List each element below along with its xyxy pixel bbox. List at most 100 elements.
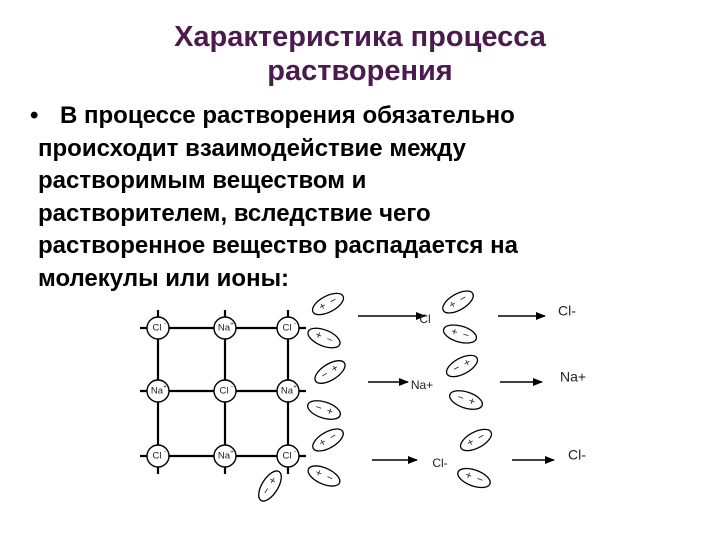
water-dipole: +− [442,324,478,344]
stage-final-ion: Cl- [568,447,586,463]
dipole-sign: − [455,391,465,404]
dipole-sign: − [457,292,469,306]
dipole-sign: − [451,362,462,376]
lattice-ion-circle [276,379,300,403]
dipole-sign: + [266,475,280,487]
dissolution-diagram-svg: Cl-Na+Cl-Na+Cl-Na+Cl-Na+Cl- +−+−−+−++−+−… [140,290,586,502]
dipole-sign: − [313,401,323,414]
lattice-ion-charge: + [230,321,234,328]
water-dipole: −+ [448,390,484,410]
title-line-2: растворения [267,55,453,87]
dipole-sign: − [476,430,487,444]
lattice-ion-symbol: Cl [283,323,292,334]
water-dipole: −+ [445,354,479,378]
dipole-ellipse [448,390,484,410]
dipole-ellipse [307,465,341,487]
dipole-sign: + [462,356,473,370]
lattice-ion-charge: + [230,449,234,456]
lattice-ion-circle [213,316,237,340]
lattice-ion-charge: - [164,321,166,328]
lattice-ion-circle [213,444,237,468]
dipole-sign: + [313,467,324,481]
lattice-ion-circle [213,379,237,403]
dipole-ellipse [457,467,491,489]
stage-ion-label: Na+ [411,378,433,392]
water-dipole: +− [307,465,341,487]
dipole-ellipse [445,354,479,378]
lattice-ion-circle [146,316,170,340]
dipole-ellipse [442,324,478,344]
dipole-sign: + [317,300,328,314]
dipole-sign: + [467,395,477,408]
bullet-line-4: растворителем, вследствие чего [38,199,431,227]
lattice-ion-symbol: Cl [153,323,162,334]
lattice-ion-charge: + [293,384,297,391]
lattice-ions: Cl-Na+Cl-Na+Cl-Na+Cl-Na+Cl- [146,316,300,468]
dipole-sign: − [324,472,335,486]
dipole-ellipse [459,428,493,452]
dipole-sign: − [475,473,485,486]
dipole-sign: + [463,469,473,482]
water-dipole: +− [457,467,491,489]
title-line-1: Характеристика процесса [174,21,546,53]
lattice-ion-symbol: Na [218,323,231,334]
lattice-ion-symbol: Cl [153,451,162,462]
dipole-ellipse [311,292,345,316]
bullet-line-2: происходит взаимодействие между [38,134,466,162]
lattice-ion-symbol: Na [151,386,164,397]
dipole-sign: − [319,368,331,382]
lattice-ion-circle [146,379,170,403]
dipole-ellipse [258,470,282,502]
lattice-ion-circle [146,444,170,468]
dipole-sign: + [450,326,459,339]
lattice-ion-symbol: Cl [283,451,292,462]
dipole-ellipse [307,327,341,349]
bullet-line-5: растворенное вещество распадается на [38,232,518,259]
stage-final-ion: Na+ [560,369,586,385]
lattice-ion-charge: - [294,321,296,328]
lattice-ion-charge: - [231,384,233,391]
water-dipole: +− [312,428,344,452]
bullet-marker: • [30,102,39,129]
dipole-sign: − [324,333,334,347]
dipole-sign: + [325,405,335,418]
dipole-sign: − [461,329,470,342]
lattice-ion-charge: - [294,449,296,456]
bullet-line-3: растворимым веществом и [38,167,367,194]
bullet-line-6: молекулы или ионы: [38,264,290,292]
lattice-ion-charge: + [163,384,167,391]
stage-final-ion: Cl- [558,303,576,319]
lattice-ion-circle [276,316,300,340]
dipole-sign: + [465,436,476,450]
water-dipole: +− [311,292,345,316]
dipole-sign: − [327,430,339,444]
dipole-ellipse [306,400,342,420]
dipole-sign: + [317,436,329,450]
lattice-ion-symbol: Na [281,386,294,397]
water-dipole: +− [307,327,341,349]
dipole-sign: − [328,294,339,308]
bullet-line-1: В процессе растворения обязательно [60,102,515,129]
dipole-ellipse [312,428,344,452]
dipole-sign: + [447,298,459,312]
lattice-ion-symbol: Cl [220,386,229,397]
dissolution-diagram: Cl-Na+Cl-Na+Cl-Na+Cl-Na+Cl- +−+−−+−++−+−… [140,288,610,510]
dipole-ellipse [442,290,474,314]
slide-title: Характеристика процесса растворения [80,20,640,88]
bullet-text: В процессе растворения обязательно проис… [38,100,688,295]
water-dipole: −+ [258,470,282,502]
dipole-sign: − [260,485,274,497]
water-dipole: −+ [306,400,342,420]
dipole-sign: + [313,329,323,343]
lattice-ion-circle [276,444,300,468]
dipole-sign: + [329,362,341,376]
lattice-ion-symbol: Na [218,451,231,462]
water-dipole: +− [459,428,493,452]
water-dipole: −+ [314,360,346,384]
stage-ion-label: Cl [419,312,430,326]
dipole-ellipse [314,360,346,384]
water-dipoles: +−+−−+−++−+−−++−+−−+−++−+− [258,290,493,502]
water-dipole: +− [442,290,474,314]
